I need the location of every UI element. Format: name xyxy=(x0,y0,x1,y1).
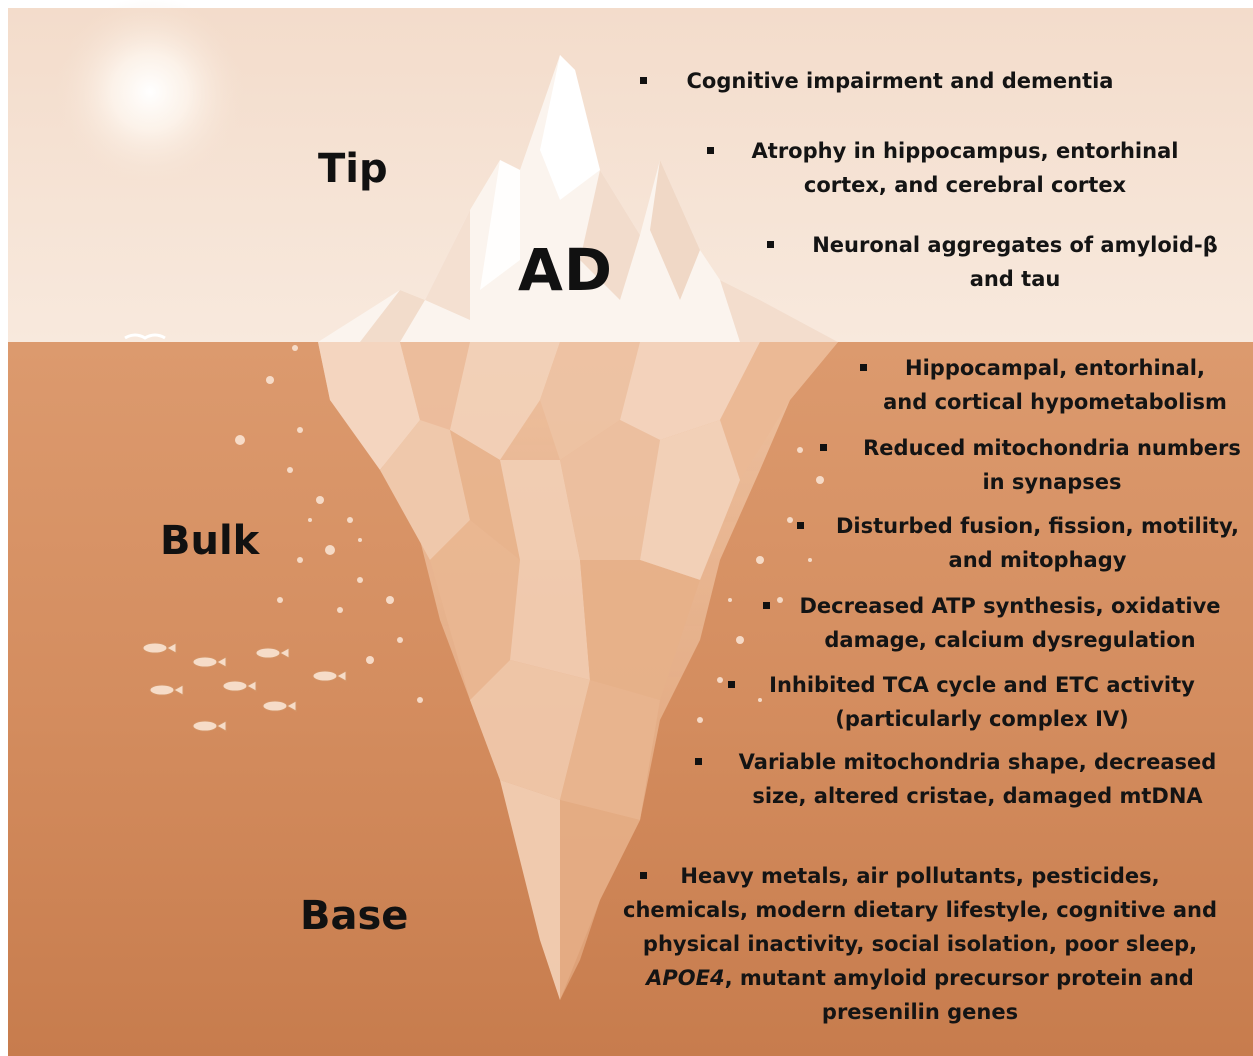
bulk-item: Disturbed fusion, fission, motility, and… xyxy=(830,509,1245,577)
bullet xyxy=(763,602,770,609)
bullet xyxy=(707,147,714,154)
bullet xyxy=(767,241,774,248)
bullet xyxy=(820,444,827,451)
bullet xyxy=(728,681,735,688)
bulk-item: Variable mitochondria shape, decreased s… xyxy=(715,745,1240,813)
tier-label-base: Base xyxy=(300,893,408,939)
bulk-item: Decreased ATP synthesis, oxidative damag… xyxy=(790,589,1230,657)
tip-item: Neuronal aggregates of amyloid-β and tau xyxy=(800,228,1230,296)
bulk-item: Hippocampal, entorhinal, and cortical hy… xyxy=(870,351,1240,419)
tier-label-bulk: Bulk xyxy=(160,518,259,564)
bulk-item: Inhibited TCA cycle and ETC activity (pa… xyxy=(752,668,1212,736)
bulk-item: Reduced mitochondria numbers in synapses xyxy=(852,431,1252,499)
bullet xyxy=(860,364,867,371)
sun xyxy=(55,0,245,187)
bullet xyxy=(640,77,647,84)
bullet xyxy=(695,758,702,765)
tier-label-tip: Tip xyxy=(318,146,388,192)
apoe4-gene: APOE4 xyxy=(646,966,724,990)
base-item: Heavy metals, air pollutants, pesticides… xyxy=(600,859,1240,1029)
tip-item: Cognitive impairment and dementia xyxy=(680,64,1120,98)
center-label-ad: AD xyxy=(518,236,613,304)
tip-item: Atrophy in hippocampus, entorhinal corte… xyxy=(740,134,1190,202)
bullet xyxy=(797,522,804,529)
